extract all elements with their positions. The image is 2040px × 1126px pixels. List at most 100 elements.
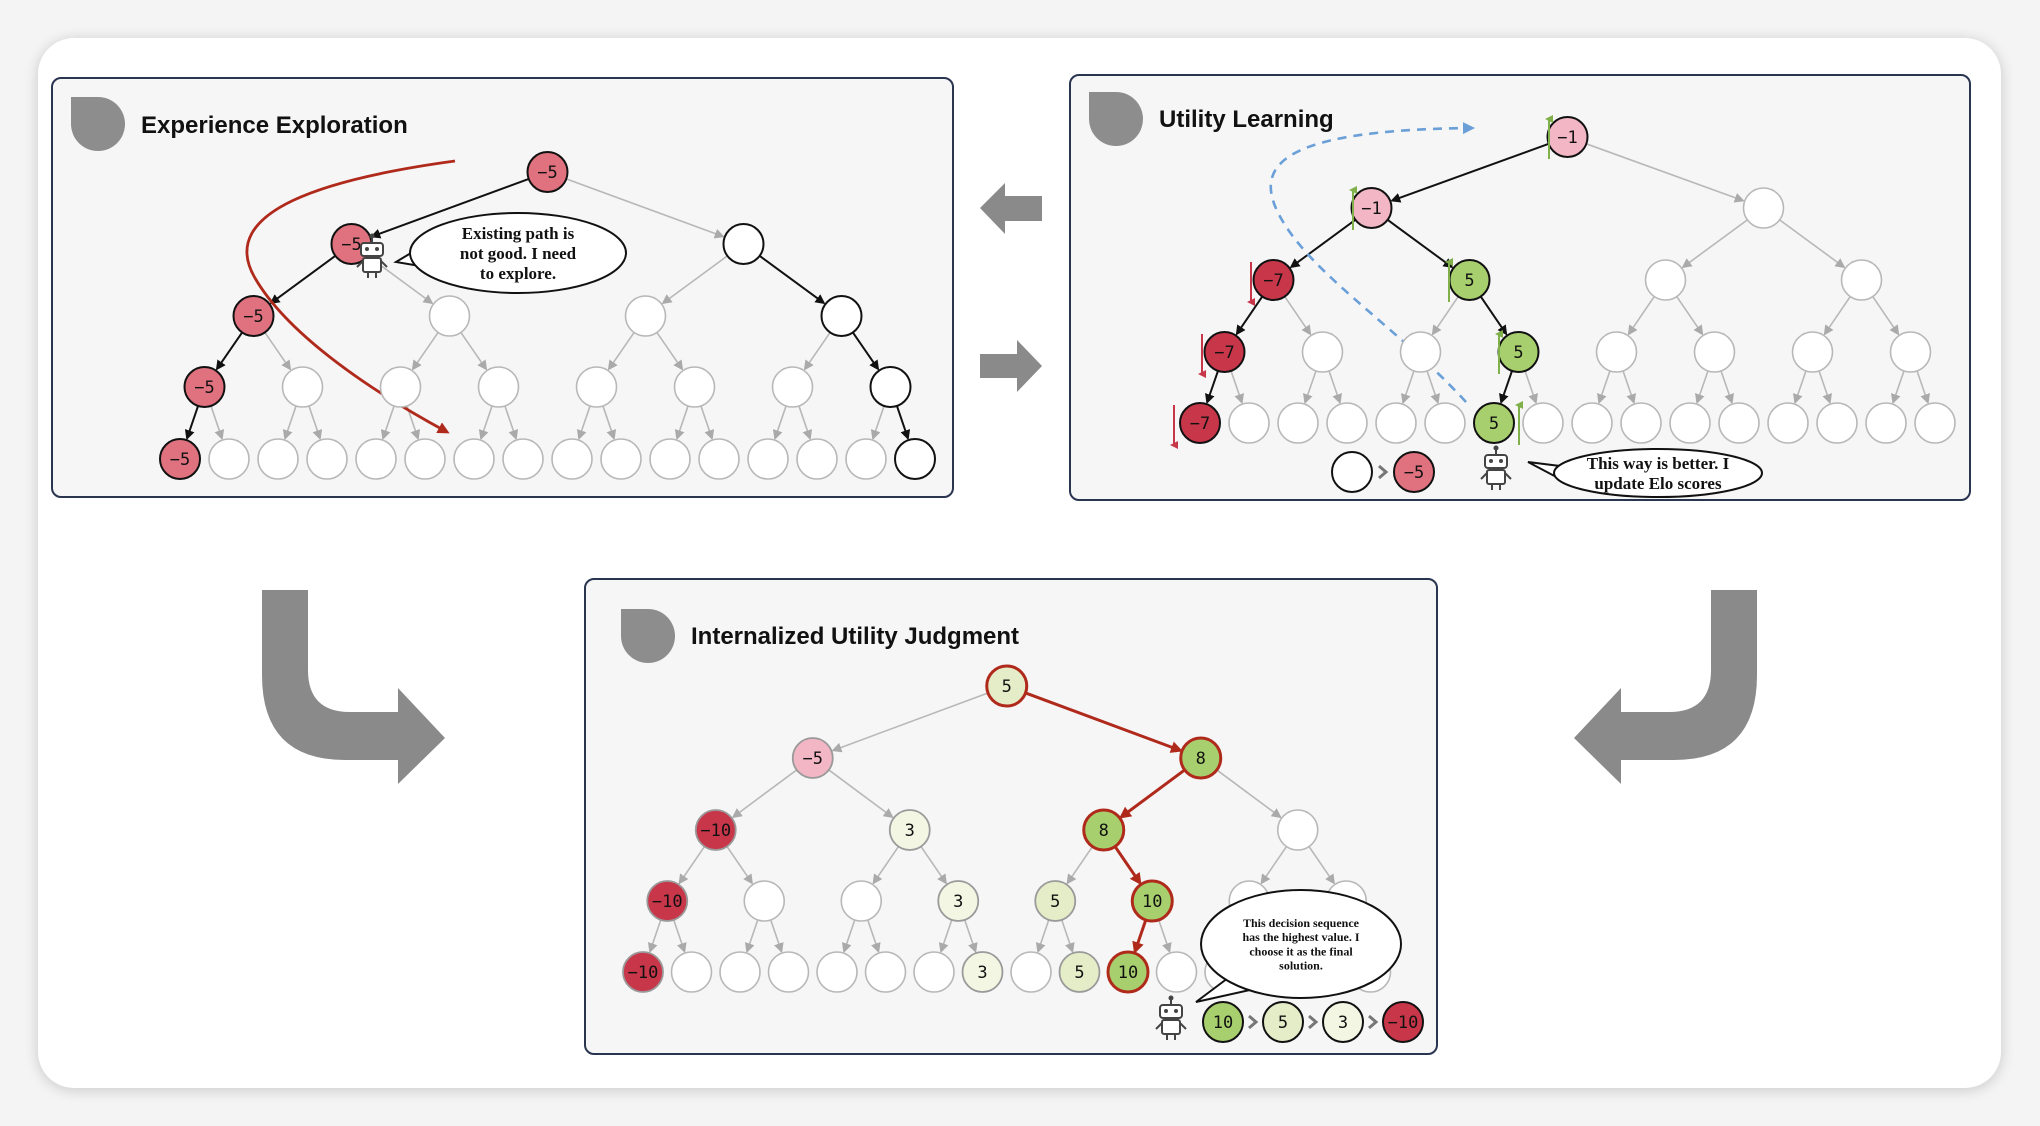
tree-node bbox=[526, 151, 569, 193]
tree-edge bbox=[1431, 296, 1459, 336]
tree-edge bbox=[1119, 768, 1186, 819]
tree-edge bbox=[269, 255, 336, 305]
tree-edge bbox=[772, 405, 787, 441]
bubble-text: Existing path is bbox=[462, 224, 575, 243]
tree-node bbox=[1276, 809, 1319, 851]
tree-node bbox=[767, 951, 810, 993]
tree-edge bbox=[1289, 219, 1356, 269]
node-value: 3 bbox=[977, 963, 987, 983]
tree-node bbox=[1155, 951, 1198, 993]
tree-edge bbox=[1586, 143, 1745, 203]
tree-node bbox=[869, 366, 912, 408]
tree-edge bbox=[656, 332, 684, 371]
tree-edge bbox=[1235, 295, 1264, 336]
tree-edge bbox=[1024, 691, 1183, 753]
tree-node bbox=[1252, 259, 1295, 301]
tree-node bbox=[894, 438, 936, 480]
tree-node bbox=[622, 951, 664, 993]
tree-edge bbox=[1597, 370, 1611, 405]
flow-arrow-down-right bbox=[262, 590, 445, 784]
tree-node bbox=[722, 223, 765, 265]
tree-node bbox=[1301, 331, 1344, 373]
bubble-text: choose it as the final bbox=[1249, 944, 1353, 958]
tree-edge bbox=[866, 919, 881, 954]
tree-edge bbox=[1284, 296, 1312, 336]
node-value: −10 bbox=[652, 892, 683, 912]
tree-edge bbox=[576, 405, 591, 441]
tree-node bbox=[670, 951, 713, 993]
node-value: −5 bbox=[170, 450, 190, 470]
tree-edge bbox=[308, 405, 323, 441]
chevron-right-icon bbox=[1368, 1014, 1379, 1030]
tree-edge bbox=[647, 919, 662, 954]
node-value: −1 bbox=[1557, 128, 1577, 148]
sequence-node bbox=[1262, 1001, 1304, 1043]
tree-edge bbox=[1157, 919, 1172, 954]
bubble-text: solution. bbox=[1279, 958, 1323, 972]
tree-edge bbox=[828, 769, 894, 819]
tree-node bbox=[913, 951, 955, 993]
tree-node bbox=[719, 951, 761, 993]
tree-edge bbox=[895, 405, 911, 441]
tree-edge bbox=[678, 846, 706, 885]
node-value: −5 bbox=[243, 307, 263, 327]
tree-node bbox=[502, 438, 544, 480]
leaf-icon bbox=[621, 609, 675, 663]
leaf-icon bbox=[1089, 92, 1143, 146]
tree-node bbox=[796, 438, 838, 480]
tree-edge bbox=[674, 405, 689, 441]
tree-edge bbox=[210, 405, 225, 441]
tree-edge bbox=[700, 405, 715, 441]
tree-node bbox=[624, 295, 667, 337]
tree-node bbox=[1399, 331, 1442, 373]
tree-node bbox=[1669, 402, 1711, 444]
node-value: 10 bbox=[1142, 892, 1162, 912]
sequence-node-value: 3 bbox=[1338, 1013, 1348, 1033]
tree-node bbox=[840, 880, 883, 922]
tree-node bbox=[1326, 402, 1368, 444]
sequence-node bbox=[1322, 1001, 1364, 1043]
tree-node bbox=[1010, 951, 1052, 993]
tree-node bbox=[698, 438, 740, 480]
tree-edge bbox=[803, 332, 831, 371]
tree-edge bbox=[963, 919, 978, 954]
tree-edge bbox=[1260, 846, 1288, 885]
node-value: −7 bbox=[1190, 414, 1210, 434]
tree-edge bbox=[1823, 296, 1851, 336]
tree-node bbox=[257, 438, 299, 480]
tree-edge bbox=[1426, 370, 1440, 405]
leaf-icon bbox=[71, 97, 125, 151]
tree-edge bbox=[870, 405, 885, 441]
tree-node bbox=[820, 295, 863, 337]
tree-node bbox=[646, 880, 689, 922]
sequence-node-value: 10 bbox=[1213, 1013, 1233, 1033]
flow-arrow-right bbox=[980, 340, 1042, 392]
tree-edge bbox=[769, 919, 784, 954]
tree-node bbox=[1130, 879, 1174, 923]
chevron-right-icon bbox=[1378, 464, 1389, 480]
tree-node bbox=[1571, 402, 1613, 444]
compare-node-value: −5 bbox=[1404, 463, 1424, 483]
node-value: 8 bbox=[1196, 749, 1206, 769]
tree-edge bbox=[504, 405, 519, 441]
flow-arrow-down-left bbox=[1574, 590, 1757, 784]
tree-node bbox=[747, 438, 789, 480]
tree-node bbox=[1203, 331, 1246, 373]
panel-title-exploration: Experience Exploration bbox=[141, 112, 408, 139]
bubble-text: has the highest value. I bbox=[1242, 930, 1359, 944]
tree-edge bbox=[1230, 370, 1244, 405]
tree-node bbox=[1742, 187, 1785, 229]
tree-node bbox=[453, 438, 495, 480]
robot-icon bbox=[1155, 995, 1187, 1040]
tree-edge bbox=[831, 692, 989, 753]
tree-edge bbox=[380, 405, 395, 441]
tree-node bbox=[379, 366, 422, 408]
tree-node bbox=[1546, 116, 1589, 158]
tree-edge bbox=[1060, 919, 1075, 954]
tree-edge bbox=[411, 332, 439, 371]
tree-edge bbox=[1113, 845, 1142, 886]
tree-edge bbox=[798, 405, 813, 441]
node-value: 3 bbox=[953, 892, 963, 912]
tree-node bbox=[232, 295, 275, 337]
